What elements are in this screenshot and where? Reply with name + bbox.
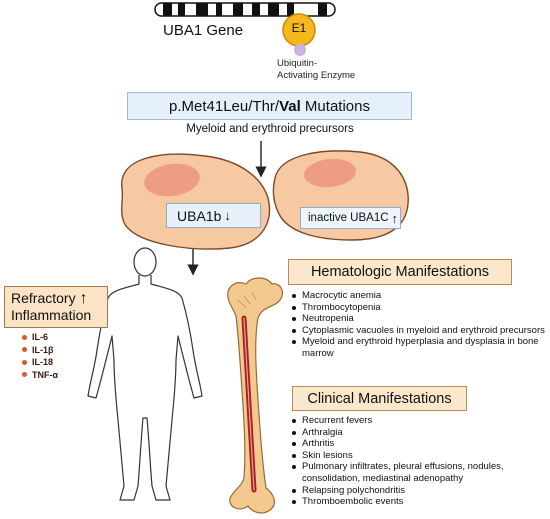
cytokine-list: IL-6 IL-1β IL-18 TNF-α bbox=[22, 331, 58, 381]
hematologic-item: Neutropenia bbox=[291, 313, 549, 325]
mutation-bold: Val bbox=[279, 97, 301, 115]
chromosome-icon bbox=[154, 2, 336, 17]
clinical-title: Clinical Manifestations bbox=[292, 386, 467, 411]
precursors-label: Myeloid and erythroid precursors bbox=[186, 123, 354, 135]
uba1b-label: UBA1b bbox=[177, 207, 222, 224]
hematologic-item: Myeloid and erythroid hyperplasia and dy… bbox=[291, 336, 549, 359]
cytokine-item: IL-6 bbox=[22, 331, 58, 344]
inflammation-up-arrow-icon: ↑ bbox=[79, 290, 88, 307]
enzyme-label: Ubiquitin- Activating Enzyme bbox=[277, 58, 355, 82]
clinical-item: Skin lesions bbox=[291, 450, 549, 462]
hematologic-item: Thrombocytopenia bbox=[291, 302, 549, 314]
up-arrow-icon: ↑ bbox=[391, 210, 399, 226]
clinical-item: Thromboembolic events bbox=[291, 496, 549, 508]
clinical-item: Pulmonary infiltrates, pleural effusions… bbox=[291, 461, 549, 484]
uba1c-label: inactive UBA1C bbox=[308, 212, 389, 224]
cytokine-item: IL-18 bbox=[22, 356, 58, 369]
mutation-suffix: Mutations bbox=[300, 97, 370, 115]
clinical-item: Arthralgia bbox=[291, 427, 549, 439]
inflammation-box: Refractory ↑ Inflammation bbox=[4, 286, 108, 328]
clinical-list: Recurrent fevers Arthralgia Arthritis Sk… bbox=[291, 415, 549, 508]
myeloid-cell-left bbox=[121, 153, 271, 250]
clinical-item: Relapsing polychondritis bbox=[291, 485, 549, 497]
cytokine-item: IL-1β bbox=[22, 344, 58, 357]
inflammation-line2: Inflammation bbox=[11, 307, 92, 323]
enzyme-label-line2: Activating Enzyme bbox=[277, 70, 356, 81]
cytokine-item: TNF-α bbox=[22, 369, 58, 382]
hematologic-list: Macrocytic anemia Thrombocytopenia Neutr… bbox=[291, 290, 549, 360]
hematologic-item: Cytoplasmic vacuoles in myeloid and eryt… bbox=[291, 325, 549, 337]
uba1c-box: inactive UBA1C ↑ bbox=[300, 207, 401, 229]
e1-label: E1 bbox=[291, 21, 307, 35]
down-arrow-icon: ↓ bbox=[224, 208, 231, 223]
clinical-item: Arthritis bbox=[291, 438, 549, 450]
mutation-prefix: p.Met41Leu/Thr/ bbox=[169, 97, 280, 115]
enzyme-label-line1: Ubiquitin- bbox=[277, 58, 318, 69]
hematologic-title: Hematologic Manifestations bbox=[288, 259, 512, 285]
gene-label: UBA1 Gene bbox=[163, 22, 244, 39]
inflammation-line1-text: Refractory bbox=[11, 290, 76, 306]
human-body-icon bbox=[87, 247, 203, 501]
ubiquitin-icon bbox=[294, 44, 306, 56]
hematologic-item: Macrocytic anemia bbox=[291, 290, 549, 302]
inflammation-line1: Refractory ↑ bbox=[11, 290, 107, 307]
mutation-box: p.Met41Leu/Thr/Val Mutations bbox=[127, 92, 412, 120]
femur-bone-icon bbox=[227, 277, 284, 514]
uba1b-box: UBA1b ↓ bbox=[166, 203, 261, 228]
clinical-item: Recurrent fevers bbox=[291, 415, 549, 427]
